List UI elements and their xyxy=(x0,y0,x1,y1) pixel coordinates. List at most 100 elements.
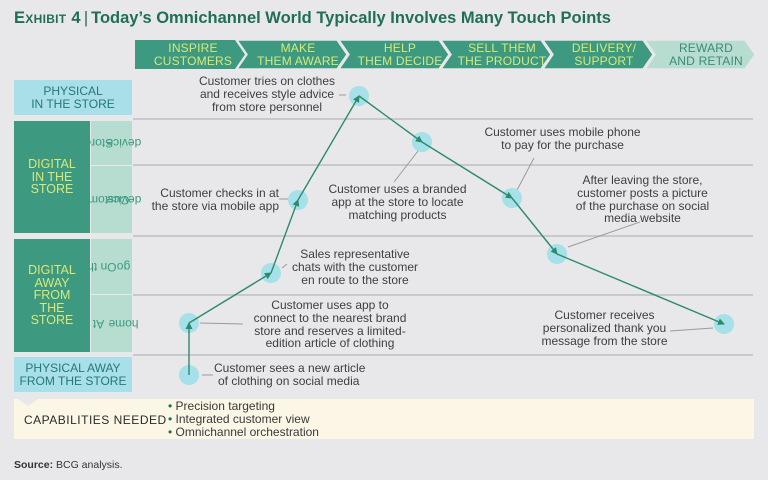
caption-line: and receives style advice xyxy=(199,86,335,101)
row-label-line1: PHYSICAL xyxy=(43,84,103,98)
caption-line: connect to the nearest brand xyxy=(253,310,407,325)
leader-line xyxy=(199,322,244,325)
journey-arrow xyxy=(511,197,558,255)
row-divider xyxy=(133,118,753,120)
source-note: Source: BCG analysis. xyxy=(14,459,123,471)
touchpoint-caption-8: After leaving the store,customer posts a… xyxy=(570,174,715,225)
row-label-line2: AWAY xyxy=(34,275,70,290)
chevron-shape xyxy=(237,40,347,69)
leader-line xyxy=(281,263,288,269)
exhibit-number: Exhibit 4 xyxy=(14,9,81,27)
capabilities-list: Precision targeting Integrated customer … xyxy=(168,400,319,438)
row-divider xyxy=(133,294,753,296)
caption-line: the store via mobile app xyxy=(151,198,279,213)
leader-line xyxy=(669,327,714,332)
caption-line: edition article of clothing xyxy=(265,336,395,351)
exhibit-title: Exhibit 4|Today’s Omnichannel World Typi… xyxy=(14,9,611,28)
capability-item: Precision targeting xyxy=(168,400,319,413)
caption-line: message from the store xyxy=(541,333,668,348)
stage-label-line2: THEM AWARE xyxy=(257,53,339,68)
row-divider xyxy=(133,354,753,356)
caption-line: app at the store to locate xyxy=(331,194,464,209)
caption-line: Customer uses a branded xyxy=(328,182,467,196)
caption-line: personalized thank you xyxy=(542,320,667,335)
caption-line: matching products xyxy=(348,207,447,222)
stage-label-line2: AND RETAIN xyxy=(669,53,743,68)
source-label: Source: xyxy=(14,459,54,471)
stage-label-line1: HELP xyxy=(383,41,417,55)
capability-item: Omnichannel orchestration xyxy=(168,425,319,439)
row-label-line1: DIGITAL xyxy=(28,263,76,278)
source-text: BCG analysis. xyxy=(56,459,123,471)
chevron-shape xyxy=(543,40,653,69)
caption-line: Customer receives xyxy=(554,308,655,322)
capability-item: Integrated customer view xyxy=(168,412,319,426)
caption-line: store and reserves a limited- xyxy=(254,323,406,338)
row-label-line5: STORE xyxy=(30,313,74,328)
stage-label-line1: INSPIRE xyxy=(168,41,218,55)
row-label-line1: PHYSICAL AWAY xyxy=(25,361,121,375)
capabilities-box xyxy=(14,399,754,439)
leader-line xyxy=(516,157,535,191)
leader-line xyxy=(393,150,419,183)
capabilities-notch xyxy=(18,399,38,406)
row-divider xyxy=(133,164,753,166)
caption-line: chats with the customer xyxy=(291,259,419,274)
journey-arrow xyxy=(556,253,725,325)
caption-line: media website xyxy=(604,211,681,226)
stage-label-line1: REWARD xyxy=(678,41,734,55)
stage-label-line1: MAKE xyxy=(280,41,316,55)
stage-label-line1: DELIVERY/ xyxy=(571,41,637,55)
chevron-shape xyxy=(645,40,755,69)
row-label-line4: THE xyxy=(39,300,65,315)
caption-line: en route to the store xyxy=(301,272,409,287)
caption-line: After leaving the store, xyxy=(582,173,703,187)
chevron-shape xyxy=(441,40,551,69)
journey-arrow xyxy=(358,95,423,143)
stage-label-line2: THEM DECIDE xyxy=(357,53,443,68)
journey-arrow xyxy=(188,272,272,324)
caption-line: customer posts a picture xyxy=(577,185,708,200)
row-label-line2: IN THE STORE xyxy=(31,96,115,111)
caption-line: Customer tries on clothes xyxy=(198,74,336,88)
row-label-line2: FROM THE STORE xyxy=(19,373,127,388)
journey-arrow xyxy=(421,141,513,199)
stage-label-line1: SELL THEM xyxy=(468,41,536,55)
row-divider xyxy=(133,235,753,237)
caption-line: Customer uses app to xyxy=(271,298,389,312)
caption-line: Customer uses mobile phone xyxy=(484,125,641,139)
journey-arrow xyxy=(297,95,360,201)
row-label-line1: DIGITAL xyxy=(28,157,76,172)
leader-line xyxy=(567,221,641,248)
caption-line: Sales representative xyxy=(300,247,410,261)
row-label-line3: FROM xyxy=(33,288,71,303)
journey-arrow xyxy=(270,199,300,274)
stage-delivery-support: DELIVERY/SUPPORT xyxy=(543,40,653,69)
row-label-line2: IN THE xyxy=(31,169,73,184)
caption-line: of clothing on social media xyxy=(218,373,360,388)
caption-line: from store personnel xyxy=(211,99,323,114)
stage-label-line2: SUPPORT xyxy=(574,53,634,68)
capabilities-label: CAPABILITIES NEEDED xyxy=(24,413,167,427)
